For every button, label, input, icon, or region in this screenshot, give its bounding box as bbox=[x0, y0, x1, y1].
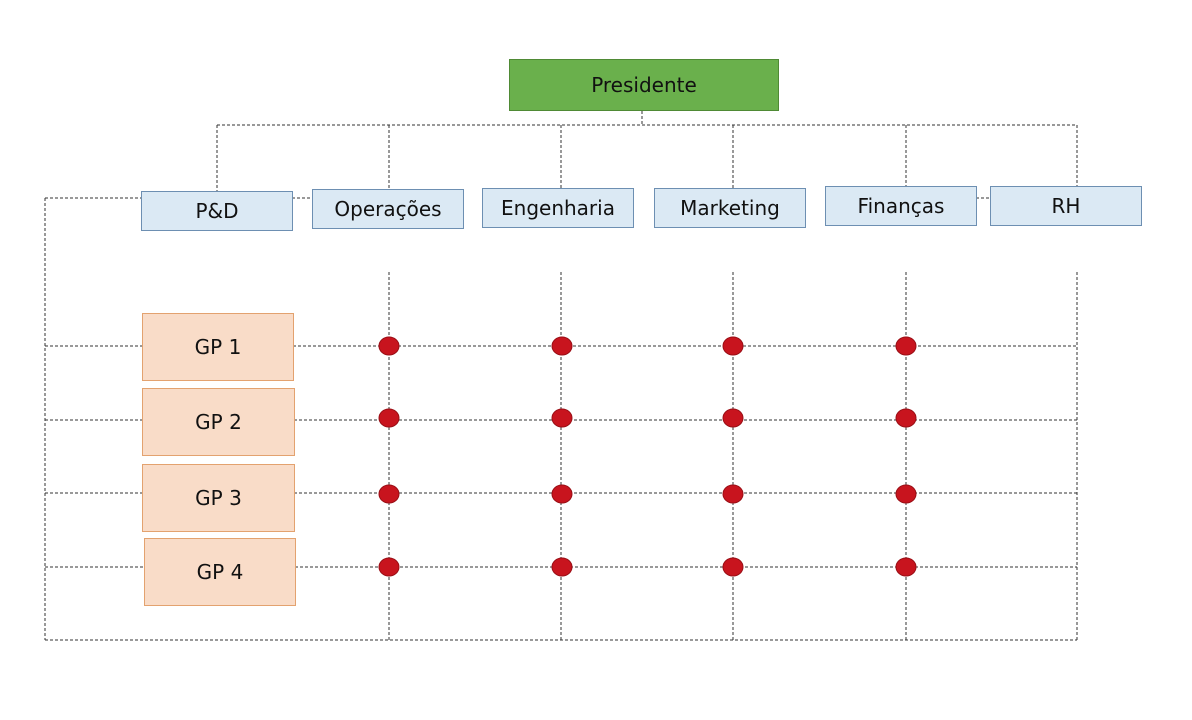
department-label: Finanças bbox=[857, 194, 945, 218]
department-label: Engenharia bbox=[501, 196, 615, 220]
matrix-marker bbox=[722, 408, 744, 428]
matrix-marker bbox=[895, 408, 917, 428]
matrix-marker bbox=[895, 336, 917, 356]
matrix-marker bbox=[722, 336, 744, 356]
department-box-rh: RH bbox=[990, 186, 1142, 226]
matrix-markers bbox=[378, 336, 917, 577]
connector-lines bbox=[44, 111, 1078, 641]
project-manager-box-2: GP 2 bbox=[142, 388, 295, 456]
department-box-operacoes: Operações bbox=[312, 189, 464, 229]
department-label: Operações bbox=[334, 197, 442, 221]
matrix-marker bbox=[551, 484, 573, 504]
department-label: RH bbox=[1051, 194, 1081, 218]
matrix-marker bbox=[551, 408, 573, 428]
project-manager-box-4: GP 4 bbox=[144, 538, 296, 606]
department-label: Marketing bbox=[680, 196, 780, 220]
department-box-financas: Finanças bbox=[825, 186, 977, 226]
matrix-marker bbox=[722, 557, 744, 577]
matrix-marker bbox=[722, 484, 744, 504]
matrix-marker bbox=[895, 557, 917, 577]
department-box-marketing: Marketing bbox=[654, 188, 806, 228]
matrix-marker bbox=[378, 408, 400, 428]
matrix-marker bbox=[895, 484, 917, 504]
department-box-engenharia: Engenharia bbox=[482, 188, 634, 228]
matrix-marker bbox=[378, 336, 400, 356]
project-manager-label: GP 4 bbox=[196, 560, 244, 584]
department-box-pd: P&D bbox=[141, 191, 293, 231]
project-manager-label: GP 1 bbox=[194, 335, 242, 359]
project-manager-label: GP 2 bbox=[195, 410, 242, 434]
president-box: Presidente bbox=[509, 59, 779, 111]
matrix-marker bbox=[378, 484, 400, 504]
department-label: P&D bbox=[195, 199, 239, 223]
project-manager-box-3: GP 3 bbox=[142, 464, 295, 532]
president-label: Presidente bbox=[591, 73, 697, 97]
matrix-marker bbox=[378, 557, 400, 577]
matrix-marker bbox=[551, 557, 573, 577]
matrix-marker bbox=[551, 336, 573, 356]
project-manager-box-1: GP 1 bbox=[142, 313, 294, 381]
project-manager-label: GP 3 bbox=[195, 486, 242, 510]
